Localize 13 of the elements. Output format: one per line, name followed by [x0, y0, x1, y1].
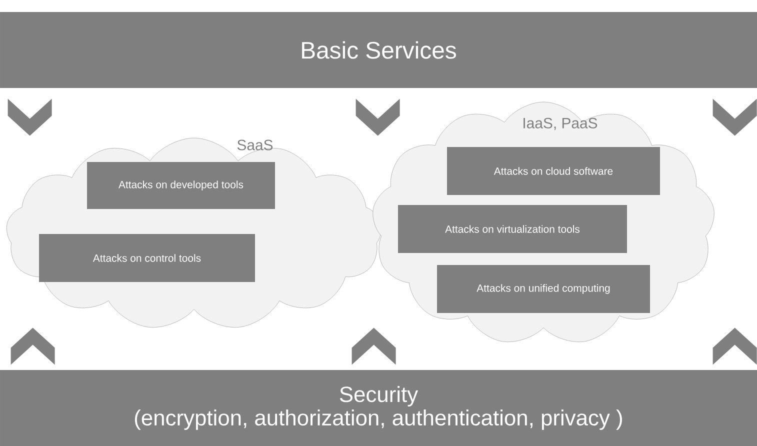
chevron-arrow [10, 328, 55, 365]
banner: Security (encryption, authorization, authentication, privacy ) [0, 370, 757, 446]
attack-box: Attacks on unified computing [437, 265, 650, 313]
chevron-arrow [712, 98, 757, 136]
attack-box: Attacks on control tools [39, 234, 255, 282]
banner: Basic Services [0, 12, 757, 88]
attack-box: Attacks on virtualization tools [398, 205, 627, 253]
attack-box: Attacks on developed tools [87, 162, 275, 209]
chevron-arrow [8, 98, 52, 136]
chevron-arrow [712, 328, 757, 365]
attack-box: Attacks on cloud software [447, 147, 660, 195]
chevron-arrow [356, 98, 400, 136]
chevron-arrow [352, 328, 396, 365]
